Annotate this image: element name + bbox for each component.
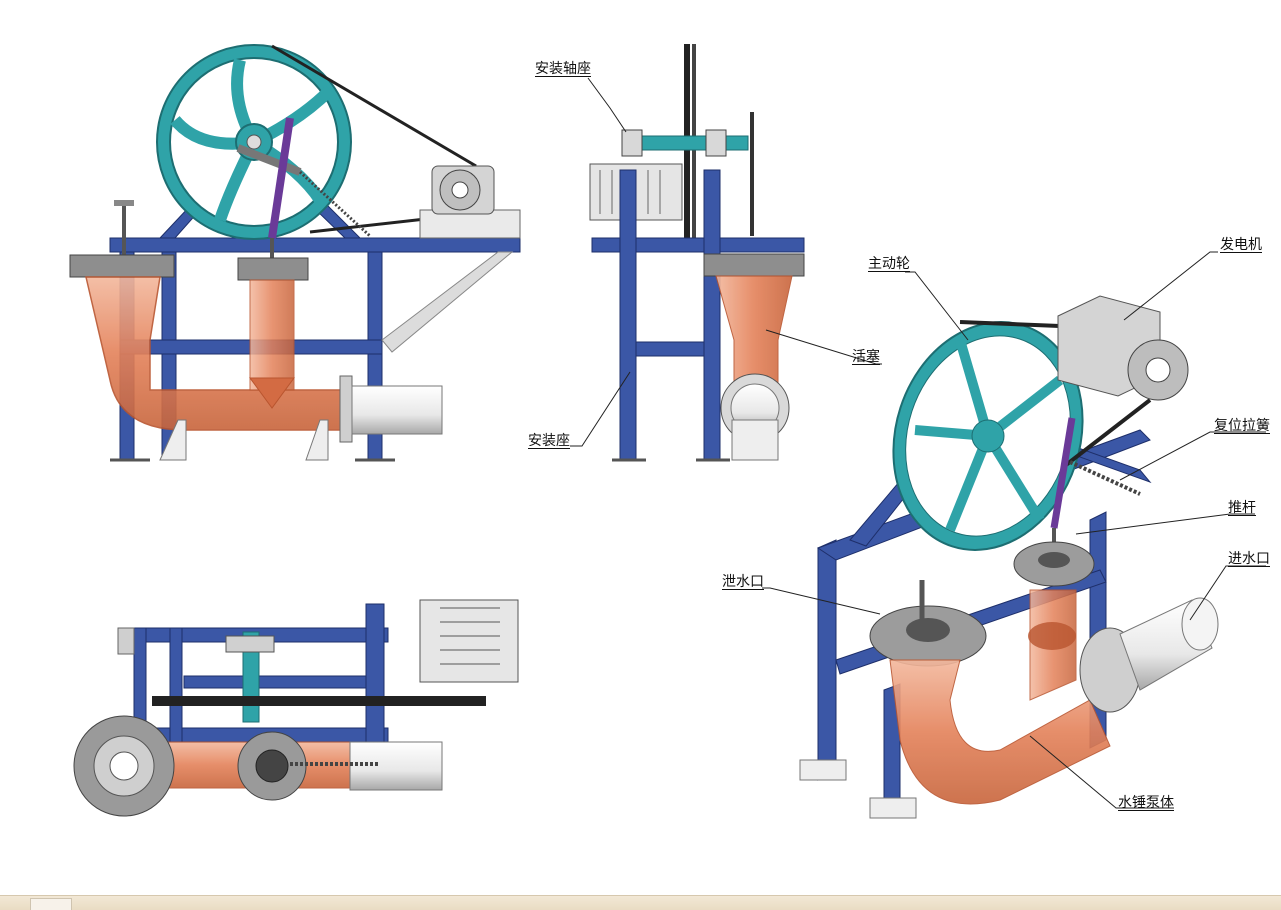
- label-mount-bearing-seat: 安装轴座: [535, 61, 591, 77]
- side-frame-leg: [619, 169, 637, 461]
- side-shaft: [639, 135, 749, 151]
- front-generator-base: [419, 209, 521, 239]
- side-flange: [703, 253, 805, 277]
- label-water-inlet: 进水口: [1228, 551, 1270, 567]
- side-bearing-seat: [705, 129, 727, 157]
- bottom-toolbar-strip: [0, 895, 1281, 910]
- bottom-tab[interactable]: [30, 898, 72, 910]
- top-inlet-pipe: [349, 741, 443, 791]
- side-view: [589, 44, 805, 462]
- label-mount-base: 安装座: [528, 433, 570, 449]
- iso-frame-leg: [817, 539, 837, 781]
- side-frame-leg: [703, 169, 721, 461]
- label-ram-pump-body: 水锤泵体: [1118, 795, 1174, 811]
- front-flange: [237, 257, 309, 281]
- top-view: [73, 599, 519, 817]
- front-inlet-pipe: [351, 385, 443, 435]
- iso-push-rod: [1050, 417, 1076, 529]
- front-flange: [69, 254, 175, 278]
- label-drain-outlet: 泄水口: [722, 574, 764, 590]
- label-push-rod: 推杆: [1228, 500, 1256, 516]
- top-belt: [152, 696, 486, 706]
- label-return-spring: 复位拉簧: [1214, 418, 1270, 434]
- front-frame-beam: [109, 237, 521, 253]
- label-generator: 发电机: [1220, 237, 1262, 253]
- side-bearing-seat: [621, 129, 643, 157]
- iso-pump-body: [889, 659, 1111, 805]
- front-push-rod: [268, 117, 294, 239]
- side-pump-body: [715, 275, 793, 387]
- front-crank: [236, 144, 302, 176]
- front-brace: [381, 251, 514, 353]
- top-generator: [419, 599, 519, 683]
- front-view: [69, 44, 521, 462]
- label-drive-wheel: 主动轮: [868, 256, 910, 272]
- side-frame-beam: [591, 237, 805, 253]
- leader-lines: [570, 77, 1266, 809]
- front-belt: [271, 44, 477, 168]
- iso-view: [799, 295, 1219, 819]
- label-piston: 活塞: [852, 349, 880, 365]
- iso-return-spring: [1069, 460, 1141, 496]
